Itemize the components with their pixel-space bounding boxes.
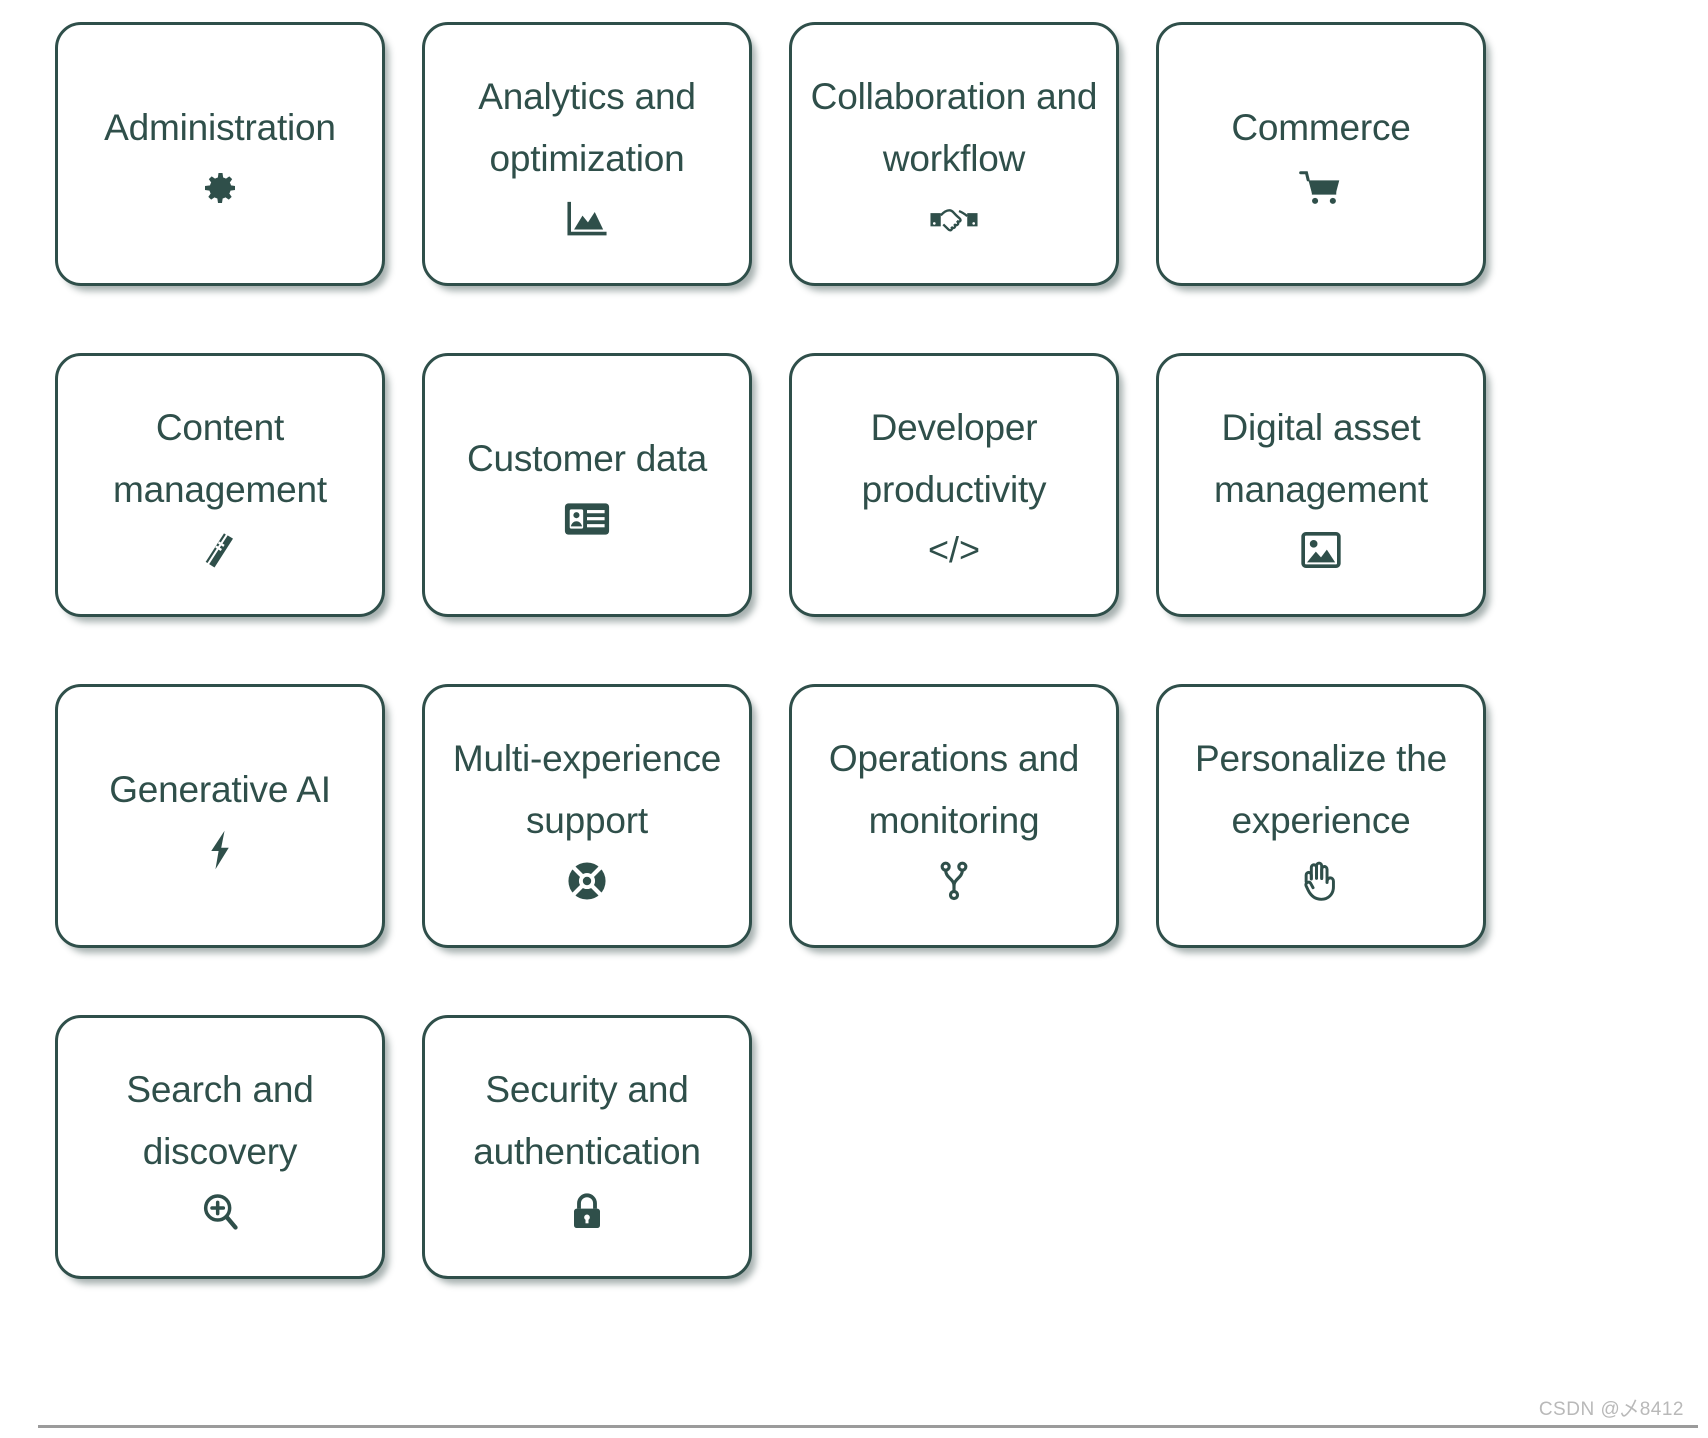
card-label: Customer data <box>466 437 708 479</box>
card-commerce[interactable]: Commerce <box>1156 22 1486 286</box>
card-label: Developer productivity <box>861 406 1047 510</box>
git-branch-icon <box>939 858 969 904</box>
card-label: Commerce <box>1231 106 1411 148</box>
card-label: Generative AI <box>109 768 331 810</box>
handshake-icon <box>929 196 979 242</box>
card-digital-asset-management[interactable]: Digital asset management <box>1156 353 1486 617</box>
card-collaboration-and-workflow[interactable]: Collaboration and workflow <box>789 22 1119 286</box>
card-label: Operations and monitoring <box>828 737 1080 841</box>
card-label: Security and authentication <box>473 1068 701 1172</box>
gear-icon <box>200 165 240 211</box>
card-administration[interactable]: Administration <box>55 22 385 286</box>
card-label: Collaboration and workflow <box>810 75 1098 179</box>
card-developer-productivity[interactable]: Developer productivity </> <box>789 353 1119 617</box>
card-grid: Administration Analytics and optimizatio… <box>55 22 1655 1279</box>
id-card-icon <box>563 496 611 542</box>
card-operations-and-monitoring[interactable]: Operations and monitoring <box>789 684 1119 948</box>
card-label: Administration <box>104 106 336 148</box>
lock-icon <box>569 1189 605 1235</box>
card-generative-ai[interactable]: Generative AI <box>55 684 385 948</box>
card-label: Content management <box>113 406 327 510</box>
code-brackets-icon: </> <box>928 527 980 573</box>
lightning-bolt-icon <box>207 827 233 873</box>
book-icon <box>199 527 241 573</box>
zoom-in-icon <box>201 1189 239 1235</box>
image-icon <box>1301 527 1341 573</box>
card-search-and-discovery[interactable]: Search and discovery <box>55 1015 385 1279</box>
watermark-text: CSDN @乄8412 <box>1538 1399 1684 1420</box>
hand-icon <box>1302 858 1340 904</box>
area-chart-icon <box>566 196 608 242</box>
card-personalize-the-experience[interactable]: Personalize the experience <box>1156 684 1486 948</box>
card-label: Search and discovery <box>126 1068 314 1172</box>
card-content-management[interactable]: Content management <box>55 353 385 617</box>
card-label: Analytics and optimization <box>478 75 696 179</box>
shopping-cart-icon <box>1299 165 1343 211</box>
card-security-and-authentication[interactable]: Security and authentication <box>422 1015 752 1279</box>
card-customer-data[interactable]: Customer data <box>422 353 752 617</box>
code-brackets-glyph: </> <box>927 529 981 571</box>
card-label: Digital asset management <box>1214 406 1428 510</box>
card-label: Personalize the experience <box>1194 737 1448 841</box>
footer-divider <box>38 1425 1698 1428</box>
card-analytics-and-optimization[interactable]: Analytics and optimization <box>422 22 752 286</box>
card-label: Multi-experience support <box>452 737 722 841</box>
lifebuoy-icon <box>566 858 608 904</box>
card-multi-experience-support[interactable]: Multi-experience support <box>422 684 752 948</box>
